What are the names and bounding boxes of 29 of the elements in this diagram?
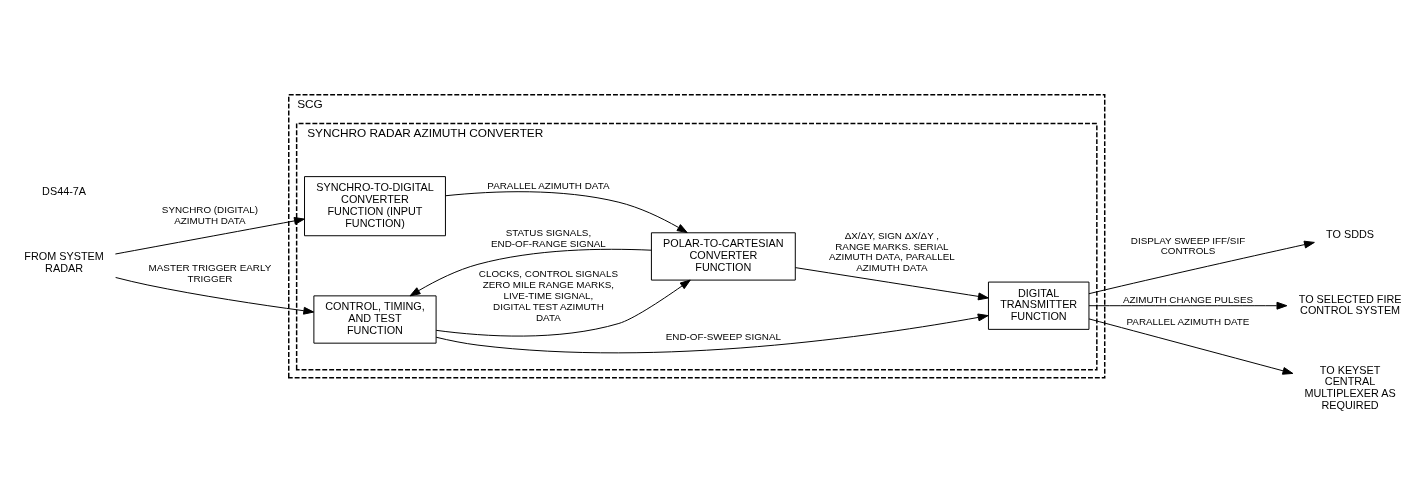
arrow (435, 279, 691, 337)
arrow (409, 248, 652, 296)
node-box: CONTROL, TIMING, AND TEST FUNCTION (313, 294, 437, 344)
label: DS44-7A (42, 184, 87, 197)
edge-label: PARALLEL AZIMUTH DATE (1126, 315, 1250, 327)
arrow (435, 313, 989, 353)
edge-label: STATUS SIGNALS, END-OF-RANGE SIGNAL (491, 226, 606, 249)
node-text: TO KEYSET CENTRAL MULTIPLEXER AS REQUIRED (1304, 363, 1396, 411)
arrow (445, 190, 688, 233)
arrow (1088, 240, 1315, 294)
edge-label: CLOCKS, CONTROL SIGNALS ZERO MILE RANGE MARKS, LIVE-TIME SIGNAL, DIGITAL TEST AZIMUTH DATA (478, 267, 618, 322)
edge-label: ΔX/ΔY, SIGN ΔX/ΔY , RANGE MARKS. SERIAL AZIMUTH DATA, PARALLEL AZIMUTH DATA (828, 229, 955, 273)
edge-label: PARALLEL AZIMUTH DATA (487, 179, 610, 191)
edge-label: SYNCHRO (DIGITAL) AZIMUTH DATA (161, 203, 258, 226)
arrow (114, 216, 305, 255)
node-text: FROM SYSTEM RADAR (24, 249, 104, 274)
arrow (1088, 301, 1288, 310)
arrow (115, 276, 315, 315)
node-text: TO SELECTED FIRE CONTROL SYSTEM (1298, 292, 1402, 316)
node-box: POLAR-TO-CARTESIAN CONVERTER FUNCTION (650, 231, 796, 281)
arrow (1088, 317, 1294, 375)
edge-label: END-OF-SWEEP SIGNAL (665, 330, 781, 342)
edge-label: DISPLAY SWEEP IFF/SIF CONTROLS (1130, 234, 1246, 256)
edge-label: MASTER TRIGGER EARLY TRIGGER (148, 261, 272, 284)
node-box: SYNCHRO-TO-DIGITAL CONVERTER FUNCTION (INPUT FUNCTION) (304, 175, 446, 236)
node-box: DIGITAL TRANSMITTER FUNCTION (987, 281, 1090, 330)
edge-label: AZIMUTH CHANGE PULSES (1122, 293, 1254, 305)
arrow (794, 266, 989, 300)
node-text: TO SDDS (1326, 227, 1375, 240)
